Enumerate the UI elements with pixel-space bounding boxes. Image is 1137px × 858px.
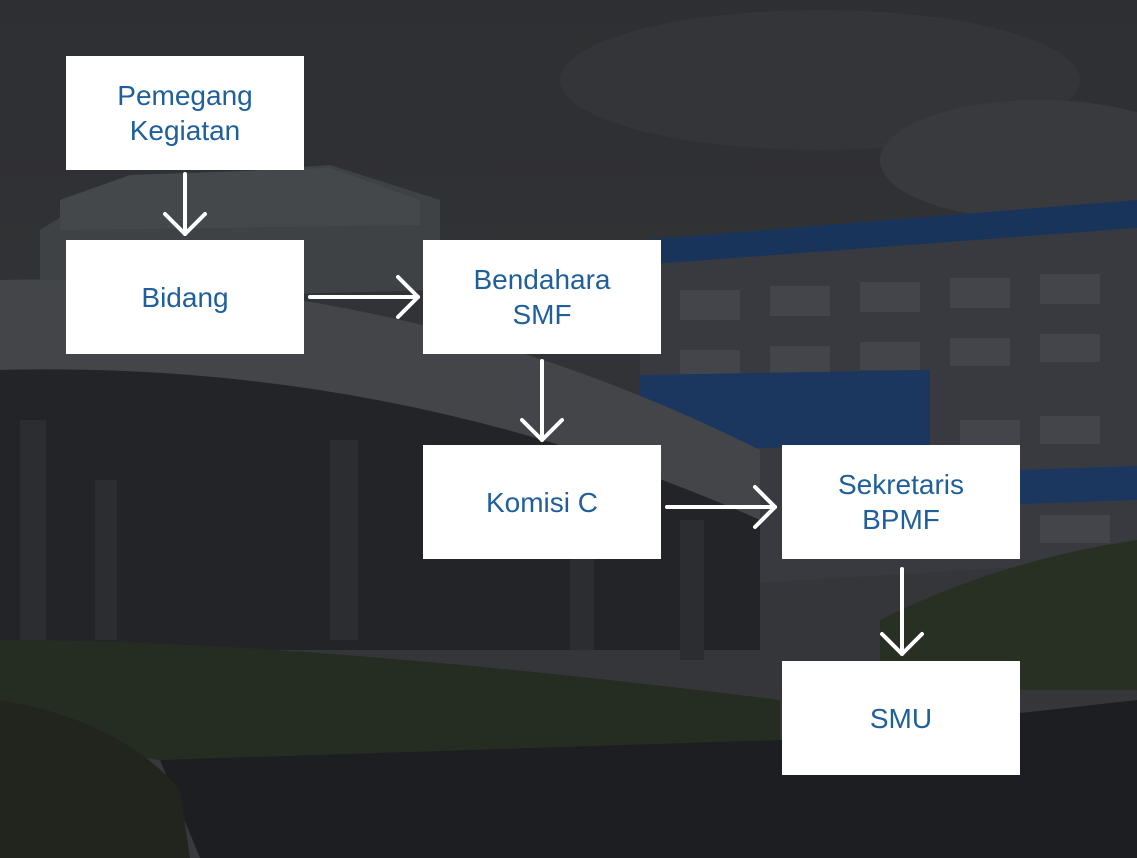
node-label: Bidang bbox=[141, 281, 229, 313]
node-bendahara-smf: Bendahara SMF bbox=[423, 240, 661, 354]
node-label: SMU bbox=[869, 702, 933, 734]
node-label: Bendahara SMF bbox=[473, 264, 611, 330]
node-bidang: Bidang bbox=[66, 240, 304, 354]
node-komisi-c: Komisi C bbox=[423, 445, 661, 559]
node-label: Pemegang Kegiatan bbox=[117, 80, 253, 146]
node-pemegang-kegiatan: Pemegang Kegiatan bbox=[66, 56, 304, 170]
node-sekretaris-bpmf: Sekretaris BPMF bbox=[782, 445, 1020, 559]
node-smu: SMU bbox=[782, 661, 1020, 775]
node-label: Komisi C bbox=[485, 486, 598, 518]
node-label: Sekretaris BPMF bbox=[837, 469, 965, 535]
